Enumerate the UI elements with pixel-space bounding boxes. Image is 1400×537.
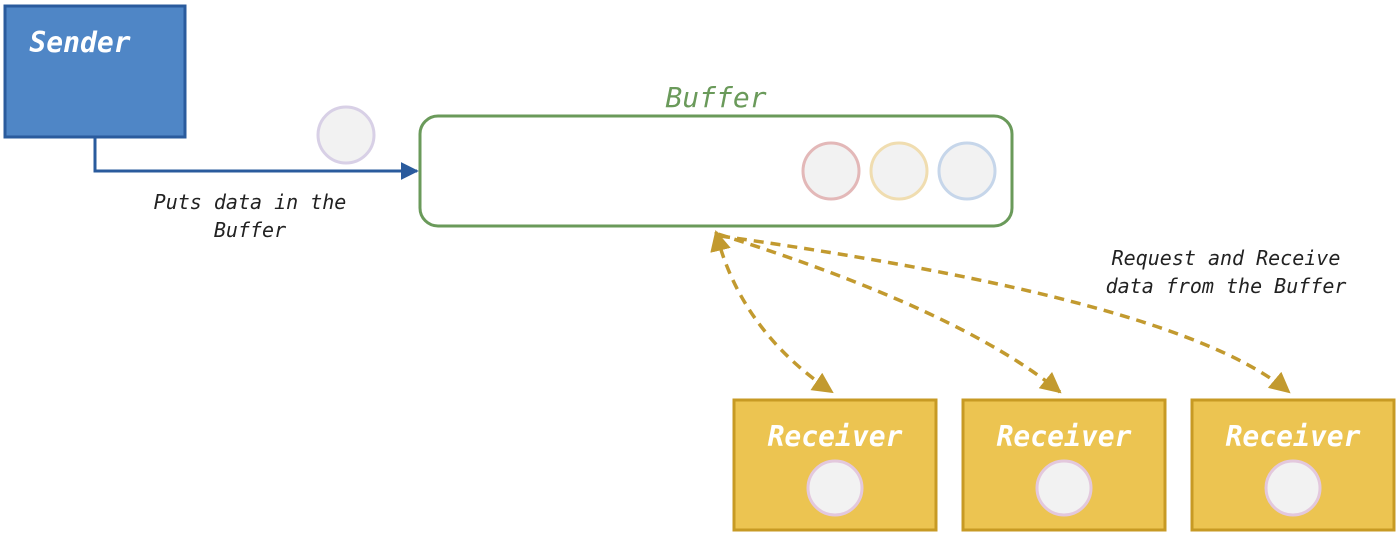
buffer-packet-blue	[937, 141, 997, 201]
sender-node[interactable]: Sender	[3, 4, 187, 139]
receiver-packet-1	[806, 459, 864, 517]
request-arrow-3	[719, 234, 1291, 394]
receiver-label-1: Receiver	[768, 420, 903, 453]
request-label-line-1: Request and Receive	[1112, 246, 1341, 270]
receiver-node-3[interactable]: Receiver	[1190, 398, 1396, 532]
buffer-packet-yellow	[869, 141, 929, 201]
receiver-packet-3	[1264, 459, 1322, 517]
put-arrow	[93, 137, 419, 180]
request-arrow-1	[710, 229, 834, 394]
receiver-packet-2	[1035, 459, 1093, 517]
buffer-node[interactable]: Buffer	[418, 81, 1014, 228]
sender-label: Sender	[29, 26, 130, 59]
transit-packet	[316, 105, 376, 165]
buffer-label: Buffer	[665, 81, 766, 114]
buffer-packet-red	[801, 141, 861, 201]
receiver-node-1[interactable]: Receiver	[732, 398, 938, 532]
receiver-label-2: Receiver	[997, 420, 1132, 453]
put-label-line-2: Buffer	[214, 218, 286, 242]
request-arrow-2	[717, 232, 1062, 394]
receiver-label-3: Receiver	[1226, 420, 1361, 453]
request-label-line-2: data from the Buffer	[1106, 274, 1347, 298]
receiver-node-2[interactable]: Receiver	[961, 398, 1167, 532]
put-label-line-1: Puts data in the	[154, 190, 347, 214]
